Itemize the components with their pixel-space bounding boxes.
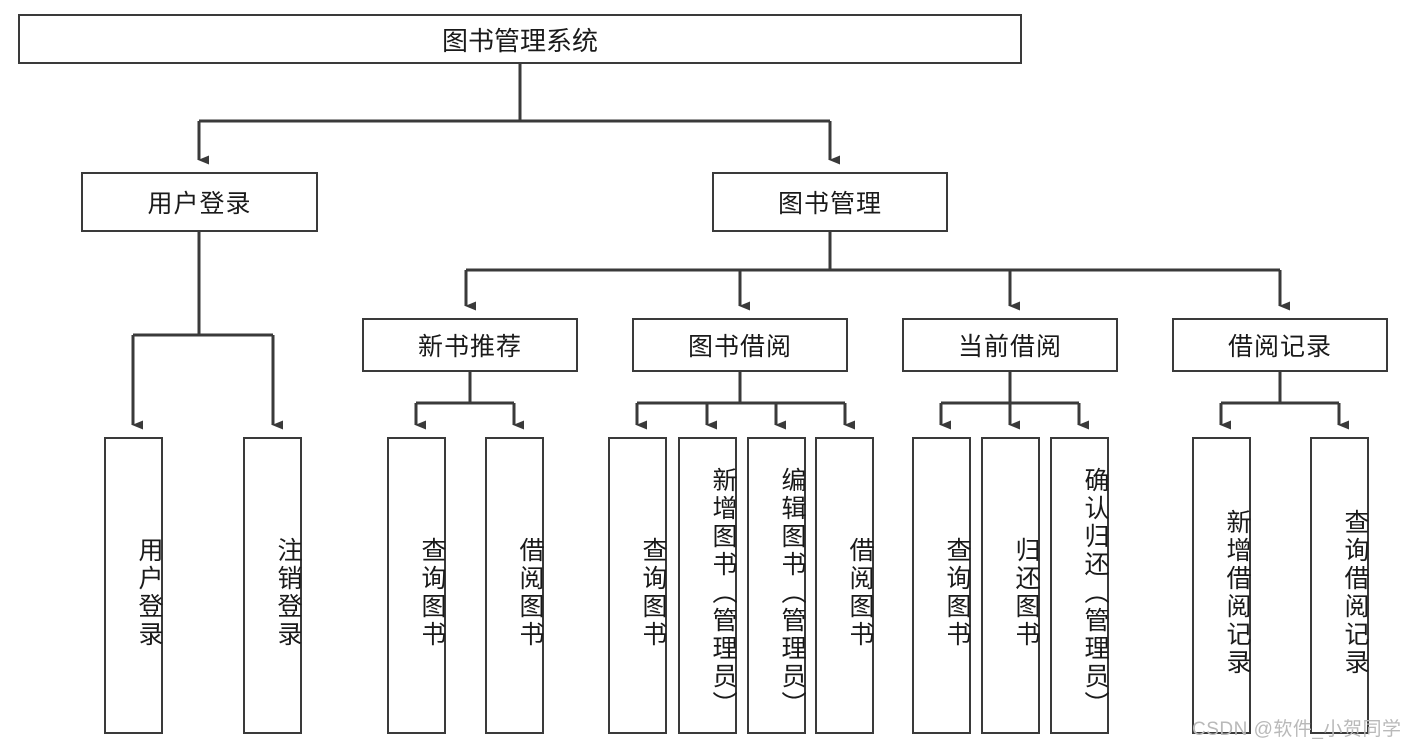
leaf-user-login-label: 用户登录 [135, 536, 163, 649]
leaf-borrow-book-recommend-label: 借阅图书 [516, 536, 544, 649]
node-user-login-label: 用户登录 [147, 190, 252, 218]
leaf-query-borrow-record-label: 查询借阅记录 [1341, 508, 1369, 677]
leaf-query-book-recommend-label: 查询图书 [418, 536, 446, 649]
leaf-return-book[interactable]: 归还图书 [981, 437, 1040, 734]
node-current-borrow[interactable]: 当前借阅 [902, 318, 1118, 372]
leaf-query-book-recommend[interactable]: 查询图书 [387, 437, 446, 734]
leaf-confirm-return-admin[interactable]: 确认归还（管理员） [1050, 437, 1109, 734]
leaf-borrow-book-recommend[interactable]: 借阅图书 [485, 437, 544, 734]
node-user-login[interactable]: 用户登录 [81, 172, 318, 232]
leaf-user-logout-label: 注销登录 [274, 536, 302, 649]
leaf-add-borrow-record[interactable]: 新增借阅记录 [1192, 437, 1251, 734]
node-root-label: 图书管理系统 [441, 25, 598, 56]
node-book-management-label: 图书管理 [777, 190, 882, 218]
node-borrow-records-label: 借阅记录 [1227, 333, 1332, 361]
leaf-edit-book-admin-label: 编辑图书（管理员） [778, 466, 806, 719]
leaf-return-book-label: 归还图书 [1012, 536, 1040, 649]
leaf-add-borrow-record-label: 新增借阅记录 [1223, 508, 1251, 677]
leaf-query-book[interactable]: 查询图书 [608, 437, 667, 734]
leaf-user-logout[interactable]: 注销登录 [243, 437, 302, 734]
node-borrow-records[interactable]: 借阅记录 [1172, 318, 1388, 372]
leaf-add-book-admin[interactable]: 新增图书（管理员） [678, 437, 737, 734]
node-new-book-recommend-label: 新书推荐 [417, 333, 522, 361]
leaf-query-book-label: 查询图书 [639, 536, 667, 649]
csdn-watermark: CSDN @软件_小贺同学 [1192, 719, 1402, 740]
leaf-query-book-current-label: 查询图书 [943, 536, 971, 649]
node-current-borrow-label: 当前借阅 [957, 333, 1062, 361]
leaf-confirm-return-admin-label: 确认归还（管理员） [1081, 466, 1109, 719]
leaf-borrow-book-label: 借阅图书 [846, 536, 874, 649]
leaf-query-borrow-record[interactable]: 查询借阅记录 [1310, 437, 1369, 734]
leaf-query-book-current[interactable]: 查询图书 [912, 437, 971, 734]
node-root[interactable]: 图书管理系统 [18, 14, 1022, 64]
node-book-management[interactable]: 图书管理 [712, 172, 948, 232]
leaf-add-book-admin-label: 新增图书（管理员） [709, 466, 737, 719]
leaf-borrow-book[interactable]: 借阅图书 [815, 437, 874, 734]
leaf-edit-book-admin[interactable]: 编辑图书（管理员） [747, 437, 806, 734]
node-book-borrow[interactable]: 图书借阅 [632, 318, 848, 372]
leaf-user-login[interactable]: 用户登录 [104, 437, 163, 734]
node-new-book-recommend[interactable]: 新书推荐 [362, 318, 578, 372]
node-book-borrow-label: 图书借阅 [687, 333, 792, 361]
